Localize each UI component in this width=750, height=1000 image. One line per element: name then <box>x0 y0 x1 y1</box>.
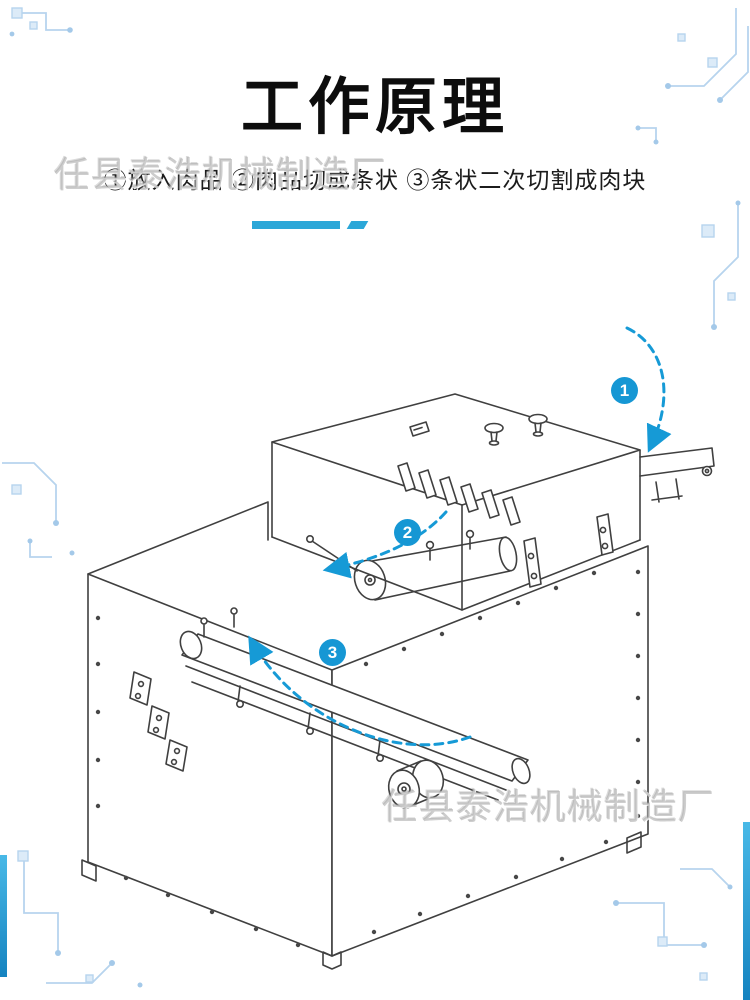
blue-edge-bar-left <box>0 855 7 977</box>
step-2-badge: 2 <box>394 519 421 546</box>
circuit-decoration-bottom-left <box>17 850 143 988</box>
blue-edge-bar-right <box>743 822 750 1000</box>
circuit-decoration-top-right <box>635 8 749 145</box>
step-3-badge: 3 <box>319 639 346 666</box>
cutting-head-unit <box>271 393 641 611</box>
step-2-number: 2 <box>402 522 413 542</box>
circuit-decoration-top-left <box>9 7 73 37</box>
title-divider <box>252 221 369 229</box>
step-1-badge: 1 <box>611 377 638 404</box>
steps-subtitle: ①放入肉品 ②肉品切成条状 ③条状二次切割成肉块 <box>103 167 647 193</box>
flow-arrow-1 <box>625 326 672 453</box>
circuit-decoration-right <box>701 200 741 330</box>
step-3-number: 3 <box>327 642 338 662</box>
flow-arrow-3 <box>248 635 472 747</box>
divider-bar <box>252 221 340 229</box>
circuit-decoration-bottom-right <box>613 868 733 981</box>
page-title: 工作原理 <box>240 73 509 142</box>
feed-tray <box>639 447 715 503</box>
flow-arrow-2 <box>322 510 448 579</box>
step-1-number: 1 <box>619 380 630 400</box>
circuit-decoration-left <box>2 462 75 558</box>
flow-arrows <box>248 326 672 747</box>
